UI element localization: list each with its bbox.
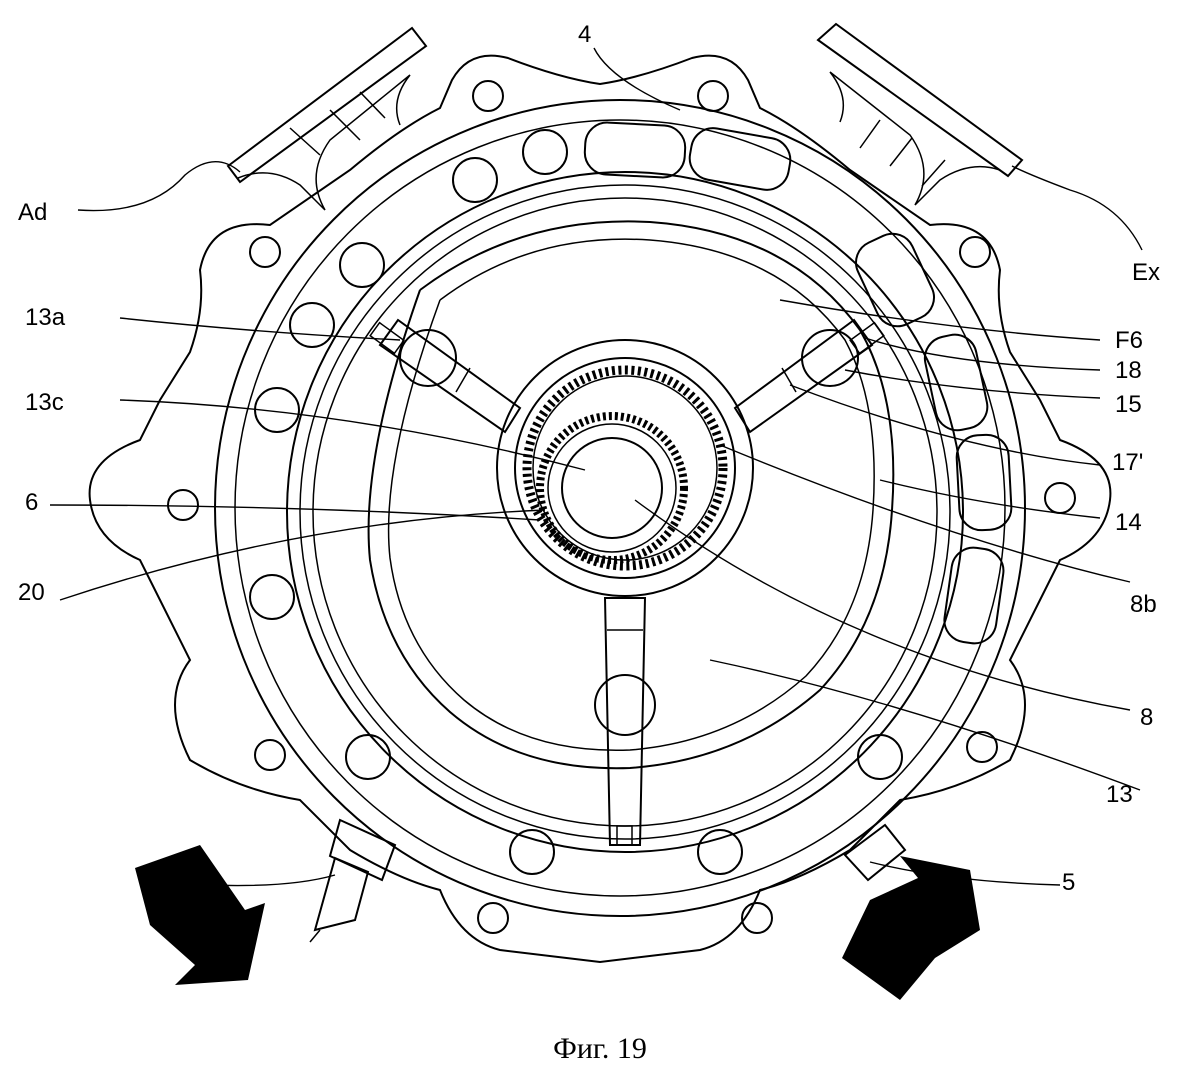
housing-flange xyxy=(88,54,1112,964)
label-15: 15 xyxy=(1115,391,1142,418)
label-13: 13 xyxy=(1106,781,1133,808)
label-17p: 17' xyxy=(1112,449,1143,476)
gear-13c-inner xyxy=(532,375,718,561)
label-18: 18 xyxy=(1115,357,1142,384)
label-13a: 13a xyxy=(25,304,66,331)
ring-14 xyxy=(367,220,895,770)
hub-outer xyxy=(496,339,754,597)
outlet-arrow xyxy=(135,845,265,985)
label-8b: 8b xyxy=(1130,591,1157,618)
reference-labels: 4 Ad Ex 13a F6 18 15 13c 17' 6 14 20 8b … xyxy=(18,21,1160,896)
ring-14-inner xyxy=(387,238,875,752)
leader-lines xyxy=(49,47,1143,887)
hub-ring-8b xyxy=(514,357,736,579)
rotor-arm-left xyxy=(369,318,522,434)
gear-20 xyxy=(536,412,688,564)
cooling-holes xyxy=(249,129,903,875)
ring-6 xyxy=(286,171,964,853)
inlet-duct xyxy=(226,26,428,211)
label-13c: 13c xyxy=(25,389,64,416)
shaft-8 xyxy=(561,437,663,539)
label-8: 8 xyxy=(1140,704,1153,731)
exhaust-duct xyxy=(816,22,1024,206)
outer-ring-2 xyxy=(234,119,1006,897)
gear-13c xyxy=(522,365,728,571)
ring-inner-b xyxy=(312,197,938,827)
ring-inner-a xyxy=(299,184,951,840)
gear-20-inner xyxy=(547,423,677,553)
fitting-left xyxy=(309,818,397,943)
label-5: 5 xyxy=(1062,869,1075,896)
label-6: 6 xyxy=(25,489,38,516)
label-ad: Ad xyxy=(18,199,47,226)
label-ex: Ex xyxy=(1132,259,1160,286)
rotor-arm-right xyxy=(733,318,885,434)
label-20: 20 xyxy=(18,579,45,606)
inlet-arrow xyxy=(842,856,980,1000)
label-14: 14 xyxy=(1115,509,1142,536)
label-4: 4 xyxy=(578,21,591,48)
rotor-arm-bottom xyxy=(594,597,656,846)
fitting-right xyxy=(843,823,907,882)
label-f6: F6 xyxy=(1115,327,1143,354)
figure-caption: Фиг. 19 xyxy=(553,1032,647,1065)
